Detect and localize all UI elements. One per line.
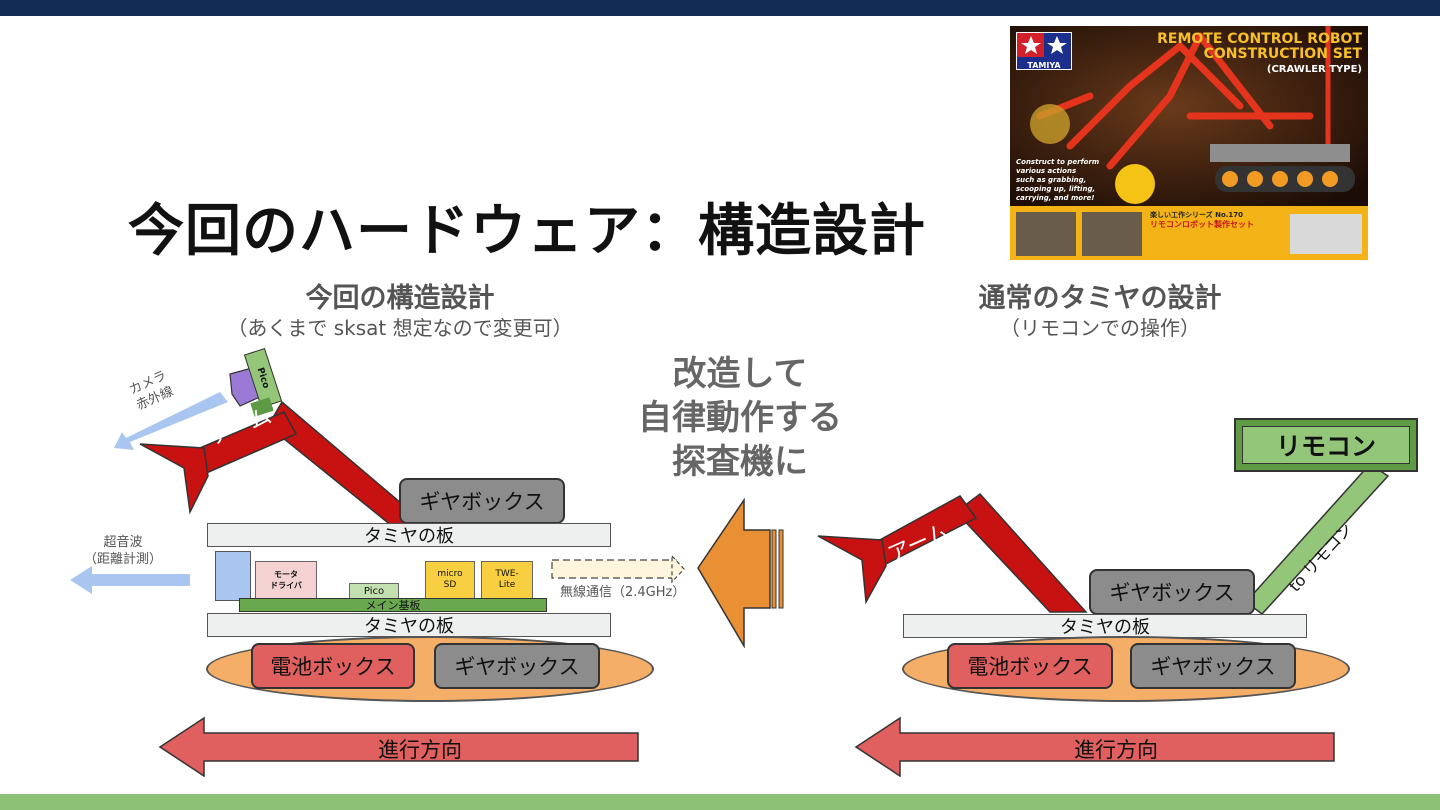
product-box-image: TAMIYA REMOTE CONTROL ROBOT CONSTRUCTION… bbox=[1010, 26, 1368, 260]
tamiya-logo: TAMIYA bbox=[1016, 32, 1072, 70]
product-box-art bbox=[1010, 26, 1368, 260]
motor-driver: モータ ドライバ bbox=[255, 561, 317, 599]
right-direction-arrow-icon bbox=[854, 716, 1335, 778]
left-heading: 今回の構造設計 bbox=[305, 283, 495, 314]
left-gearbox-bottom: ギヤボックス bbox=[434, 643, 600, 689]
product-title-line-1: REMOTE CONTROL ROBOT bbox=[1157, 31, 1362, 47]
product-series: 楽しい工作シリーズ No.170 リモコンロボット製作セット bbox=[1150, 210, 1254, 230]
product-title-line-2: CONSTRUCTION SET bbox=[1203, 46, 1362, 62]
twelite-line: TWE- bbox=[495, 569, 519, 579]
left-direction-arrow-icon bbox=[158, 716, 639, 778]
right-plate: タミヤの板 bbox=[903, 614, 1307, 638]
ultrasonic-label: 超音波 （距離計測） bbox=[84, 534, 162, 568]
tagline-line: various actions bbox=[1016, 167, 1077, 175]
left-note: （あくまで sksat 想定なので変更可） bbox=[227, 316, 573, 340]
left-plate-top: タミヤの板 bbox=[207, 523, 611, 547]
microsd-module: micro SD bbox=[425, 561, 475, 599]
remote-cable bbox=[1244, 463, 1390, 616]
series-number: 楽しい工作シリーズ No.170 bbox=[1150, 211, 1244, 219]
right-direction-label: 進行方向 bbox=[1074, 738, 1158, 762]
right-gearbox-top: ギヤボックス bbox=[1089, 569, 1255, 615]
tamiya-brand: TAMIYA bbox=[1027, 61, 1061, 70]
star-icon bbox=[1017, 33, 1067, 57]
center-line-2: 自律動作する bbox=[638, 398, 842, 438]
ultrasonic-arrow-icon bbox=[70, 566, 190, 594]
center-line-3: 探査機に bbox=[672, 442, 808, 482]
remote-label: リモコン bbox=[1242, 426, 1410, 464]
left-plate-bottom: タミヤの板 bbox=[207, 613, 611, 637]
right-battery: 電池ボックス bbox=[947, 643, 1113, 689]
microsd-line: SD bbox=[443, 580, 457, 590]
camera-arrow-icon bbox=[114, 392, 228, 450]
main-board: メイン基板 bbox=[239, 598, 547, 612]
transform-arrow-icon bbox=[697, 498, 784, 648]
bottom-bar bbox=[0, 794, 1440, 810]
motor-driver-line: ドライバ bbox=[270, 581, 302, 590]
center-message: 改造して 自律動作する 探査機に bbox=[600, 352, 880, 484]
arm-body-right bbox=[954, 492, 1088, 613]
twelite-line: Lite bbox=[498, 580, 516, 590]
ultrasonic-sensor bbox=[215, 551, 251, 601]
product-tagline: Construct to perform various actions suc… bbox=[1016, 158, 1099, 203]
page-title: 今回のハードウェア：構造設計 bbox=[128, 199, 926, 264]
ultrasonic-label-line: 超音波 bbox=[103, 535, 143, 550]
series-name: リモコンロボット製作セット bbox=[1150, 220, 1254, 229]
product-title: REMOTE CONTROL ROBOT CONSTRUCTION SET (C… bbox=[1157, 32, 1362, 77]
right-heading: 通常のタミヤの設計 bbox=[978, 283, 1222, 314]
top-bar bbox=[0, 0, 1440, 16]
tagline-line: scooping up, lifting, bbox=[1016, 185, 1096, 193]
left-diagram-shapes bbox=[70, 367, 685, 594]
product-title-line-3: (CRAWLER TYPE) bbox=[1266, 64, 1362, 75]
wireless-label: 無線通信（2.4GHz） bbox=[560, 585, 686, 600]
right-gearbox-bottom: ギヤボックス bbox=[1130, 643, 1296, 689]
left-direction-label: 進行方向 bbox=[378, 738, 462, 762]
tagline-line: carrying, and more! bbox=[1016, 194, 1095, 202]
arm-claw-left bbox=[139, 443, 209, 515]
ultrasonic-label-line: （距離計測） bbox=[84, 552, 163, 567]
left-gearbox-top: ギヤボックス bbox=[399, 478, 565, 524]
wireless-arrow-body bbox=[551, 559, 677, 579]
microsd-line: micro bbox=[437, 569, 463, 579]
arm-claw-right bbox=[817, 535, 887, 605]
motor-driver-line: モータ bbox=[274, 570, 298, 579]
remote-frame: リモコン bbox=[1234, 418, 1418, 472]
right-diagram-shapes bbox=[817, 463, 1390, 616]
center-line-1: 改造して bbox=[672, 354, 808, 394]
right-note: （リモコンでの操作） bbox=[1000, 316, 1200, 340]
wireless-arrow-head-icon bbox=[671, 554, 685, 584]
twelite-module: TWE- Lite bbox=[481, 561, 533, 599]
pico-arm-label: Pico bbox=[254, 366, 272, 390]
left-battery: 電池ボックス bbox=[251, 643, 415, 689]
tagline-line: such as grabbing, bbox=[1016, 176, 1087, 184]
tagline-line: Construct to perform bbox=[1016, 158, 1100, 166]
